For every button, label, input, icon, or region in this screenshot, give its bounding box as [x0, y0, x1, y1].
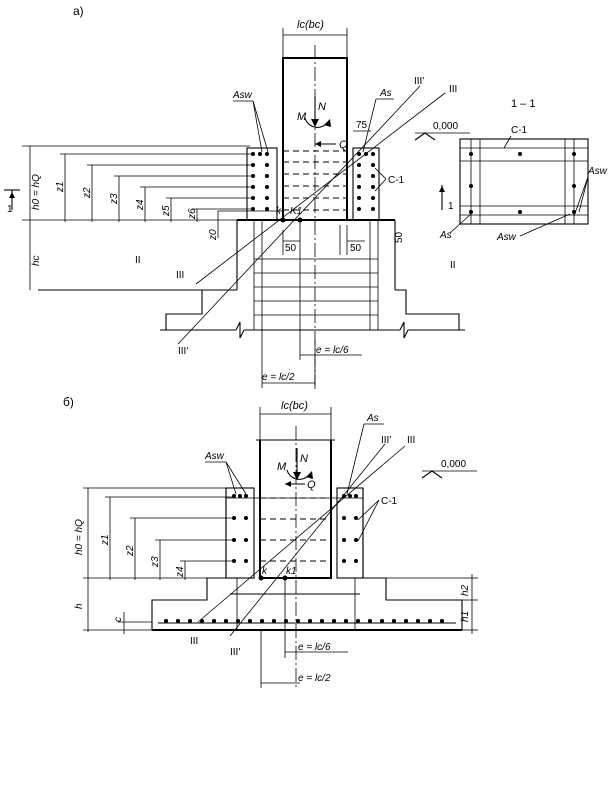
- a-z5: z5: [161, 205, 172, 217]
- b-IIIp-top: III': [381, 435, 391, 446]
- b-h1-label: h1: [460, 611, 471, 622]
- a-N-label: N: [318, 101, 326, 113]
- a-z0: z0: [208, 229, 219, 241]
- a-z6: z6: [187, 208, 198, 220]
- a-z4: z4: [135, 199, 146, 211]
- part-b-label: б): [63, 395, 74, 409]
- b-k1-label: k1: [286, 566, 297, 577]
- section-title: 1 – 1: [511, 98, 535, 110]
- b-column-width-label: lc(bc): [281, 400, 308, 412]
- b-elevation: 0,000: [441, 459, 466, 470]
- b-e-lc2: e = lc/2: [298, 673, 331, 684]
- b-z3: z3: [150, 556, 161, 568]
- section-As: As: [439, 230, 452, 241]
- section-outline: [459, 138, 589, 225]
- a-stirrup-lines: [283, 150, 347, 211]
- a-rebars-right: [357, 152, 375, 211]
- b-Q-label: Q: [307, 479, 316, 491]
- b-C1-label: С-1: [381, 496, 398, 507]
- a-hc: hc: [31, 255, 42, 266]
- a-C1-label: С-1: [388, 175, 405, 186]
- b-c-label: c: [113, 617, 124, 622]
- b-M-label: M: [277, 461, 287, 473]
- b-h0-hQ: h0 = hQ: [74, 519, 85, 555]
- a-dim-50-vertical: 50: [394, 231, 405, 243]
- b-Asw-label: Asw: [204, 451, 225, 462]
- part-a-label: а): [73, 4, 84, 18]
- a-dim-75: 75: [356, 120, 368, 131]
- a-z2: z2: [82, 187, 93, 199]
- b-z1: z1: [100, 534, 111, 546]
- a-e-lc2: e = lc/2: [262, 372, 295, 383]
- a-section-marker: 1: [7, 204, 13, 215]
- section-marker: 1: [448, 201, 454, 212]
- b-k-label: k: [262, 566, 268, 577]
- b-bottom-rebars: [158, 619, 456, 624]
- a-III-bottom: III: [176, 270, 184, 281]
- b-socket-right: [336, 487, 364, 579]
- section-1-1: 1 – 1 С-1 Asw As Asw II 1: [439, 98, 608, 271]
- b-h-label: h: [74, 603, 85, 609]
- a-z3: z3: [109, 193, 120, 205]
- a-II-label: II: [135, 255, 141, 266]
- b-socket-left: [225, 487, 255, 579]
- a-elevation: 0,000: [433, 121, 458, 132]
- b-rebars: [232, 494, 358, 563]
- b-N-label: N: [300, 453, 308, 465]
- a-III-top: III: [449, 84, 457, 95]
- b-z-dimensions: [83, 487, 234, 634]
- part-b: б) lc(bc) N M Q: [63, 395, 478, 690]
- a-socket-right-wall: [352, 147, 380, 221]
- a-Q-label: Q: [339, 139, 348, 151]
- a-k-label: k: [276, 206, 282, 217]
- a-internal-lines: [253, 220, 379, 330]
- a-As-label: As: [379, 88, 392, 99]
- a-column-width-label: lc(bc): [297, 19, 324, 31]
- section-Asw-bottom: Asw: [496, 232, 517, 243]
- a-dim-50-right: 50: [350, 243, 362, 254]
- a-e-lc6: e = lc/6: [316, 345, 349, 356]
- section-Asw-right: Asw: [587, 166, 608, 177]
- a-rebars-left: [251, 152, 269, 211]
- a-dim-50-left: 50: [285, 243, 297, 254]
- b-IIIp-bottom: III': [230, 647, 240, 658]
- a-foundation-outline: [160, 220, 465, 339]
- b-h2-label: h2: [460, 584, 471, 596]
- a-Asw-label: Asw: [232, 90, 253, 101]
- a-IIIp-top: III': [414, 76, 424, 87]
- b-e-lc6: e = lc/6: [298, 642, 331, 653]
- b-z2: z2: [125, 545, 136, 557]
- b-foundation-outline: [151, 488, 463, 631]
- a-z1: z1: [55, 181, 66, 193]
- a-M-label: M: [297, 111, 307, 123]
- section-II: II: [450, 260, 456, 271]
- b-III-top: III: [407, 435, 415, 446]
- b-z4: z4: [175, 566, 186, 578]
- b-III-bottom: III: [190, 636, 198, 647]
- section-C1: С-1: [511, 125, 528, 136]
- a-z-dimensions: [22, 145, 253, 291]
- a-h0-hQ: h0 = hQ: [31, 174, 42, 210]
- b-As-label: As: [366, 413, 379, 424]
- part-a: а) lc(bc) N M Q: [4, 4, 470, 390]
- b-column: [259, 440, 332, 579]
- a-IIIp-bottom: III': [178, 346, 188, 357]
- a-k1-label: K1: [290, 206, 302, 217]
- b-stirrup-lines: [260, 497, 331, 562]
